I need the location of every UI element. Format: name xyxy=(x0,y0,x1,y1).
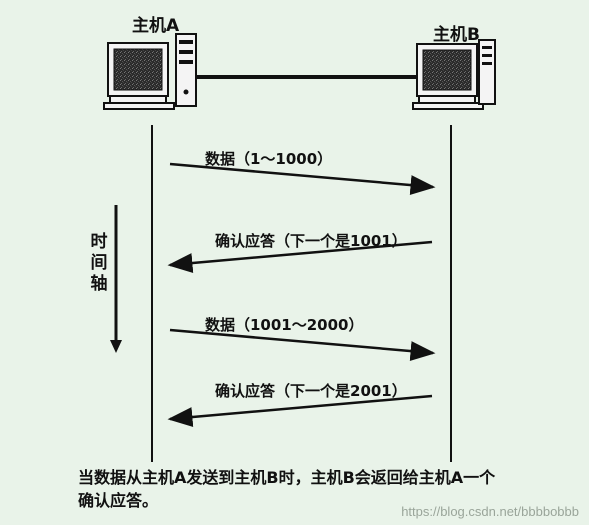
message-label-2: 确认应答（下一个是1001） xyxy=(215,232,407,250)
message-label-4: 确认应答（下一个是2001） xyxy=(215,382,407,400)
message-arrow-3 xyxy=(169,328,436,362)
time-axis-arrowhead xyxy=(110,340,122,353)
time-axis-label: 时间轴 xyxy=(90,232,108,294)
message-label-3: 数据（1001～2000） xyxy=(205,316,364,334)
host-a-computer-icon xyxy=(103,33,197,110)
host-b-label: 主机B xyxy=(433,25,480,45)
message-arrow-1 xyxy=(169,162,436,196)
message-arrow-2 xyxy=(167,240,433,273)
diagram-caption: 当数据从主机A发送到主机B时，主机B会返回给主机A一个确认应答。 xyxy=(78,468,496,510)
watermark-text: https://blog.csdn.net/bbbbobbb xyxy=(401,504,579,519)
host-a-label: 主机A xyxy=(132,16,180,36)
message-arrow-4 xyxy=(167,394,433,427)
message-label-1: 数据（1～1000） xyxy=(205,150,333,168)
host-b-computer-icon xyxy=(412,39,496,110)
